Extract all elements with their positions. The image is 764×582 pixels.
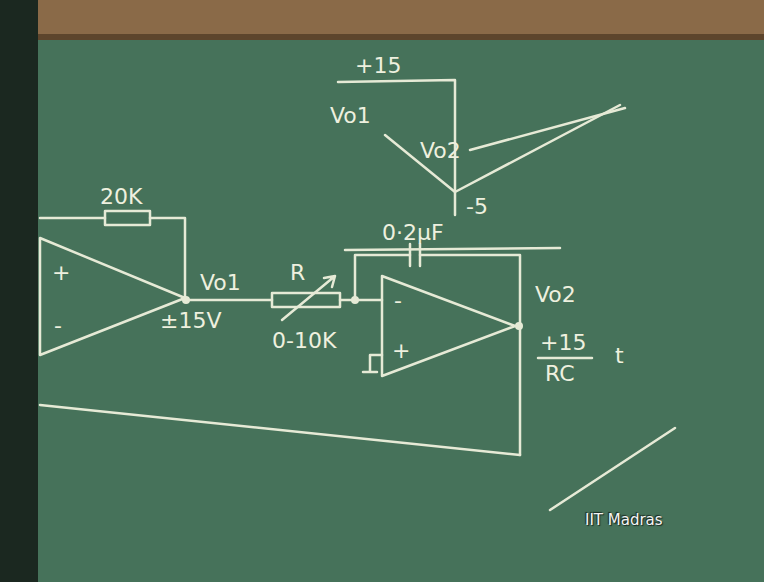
wood-frame (0, 0, 764, 40)
formula-part: +15 (540, 332, 586, 354)
pin-sign: + (392, 340, 410, 362)
pin-sign-holder: - (54, 315, 62, 337)
amplitude-label: -5 (466, 196, 488, 218)
underline (345, 248, 560, 250)
watermark-holder: IIT Madras (585, 510, 663, 529)
pin-sign: - (54, 315, 62, 337)
signal-name-holder: Vo1 (200, 272, 241, 294)
resistor-symbol (105, 211, 150, 225)
resistor-value: 20K (100, 186, 142, 208)
formula-part: t (615, 345, 624, 367)
amplitude-label: +15 (355, 55, 401, 77)
pin-sign-holder: + (392, 340, 410, 362)
ground-symbol (363, 355, 382, 372)
watermark: IIT Madras (585, 513, 663, 528)
resistor-value-holder: 20K (100, 186, 142, 208)
signal-name-holder: Vo2 (535, 284, 576, 306)
formula-part: RC (545, 363, 575, 385)
signal-name-holder: Vo2 (420, 140, 461, 162)
feedback-wire (355, 255, 520, 455)
supply-label: ±15V (160, 310, 221, 332)
pin-sign: - (394, 290, 402, 312)
formula-part-holder: t (615, 345, 624, 367)
wire (340, 299, 382, 302)
signal-name: Vo2 (420, 140, 461, 162)
ramp-stroke (470, 108, 625, 150)
pin-sign: + (52, 262, 70, 284)
pin-sign-holder: + (52, 262, 70, 284)
formula-part-holder: +15 (540, 332, 586, 354)
resistor-name: R (290, 262, 305, 284)
frame-edge (0, 34, 764, 40)
wire (185, 299, 272, 302)
signal-name: Vo1 (200, 272, 241, 294)
amplitude-label-holder: +15 (355, 55, 401, 77)
capacitor-symbol (410, 244, 420, 266)
signal-name-holder: Vo1 (330, 105, 371, 127)
junction-dot (515, 322, 523, 330)
return-wire (40, 405, 520, 455)
capacitor-value-holder: 0·2µF (382, 222, 444, 244)
opamp-symbol (40, 238, 185, 355)
formula-part-holder: RC (545, 363, 575, 385)
opamp-symbol (382, 276, 515, 376)
ramp-sketch (550, 428, 675, 510)
supply-label-holder: ±15V (160, 310, 221, 332)
resistor-range-holder: 0-10K (272, 330, 336, 352)
resistor-range: 0-10K (272, 330, 336, 352)
signal-name: Vo2 (535, 284, 576, 306)
amplitude-label-holder: -5 (466, 196, 488, 218)
variable-arrow (282, 276, 335, 320)
feedback-wire (40, 218, 185, 298)
signal-name: Vo1 (330, 105, 371, 127)
resistor-name-holder: R (290, 262, 305, 284)
pin-sign-holder: - (394, 290, 402, 312)
board-edge (0, 0, 38, 582)
capacitor-value: 0·2µF (382, 222, 444, 244)
junction-dot (182, 296, 190, 304)
junction-dot (351, 296, 359, 304)
fraction-bar (538, 357, 592, 360)
